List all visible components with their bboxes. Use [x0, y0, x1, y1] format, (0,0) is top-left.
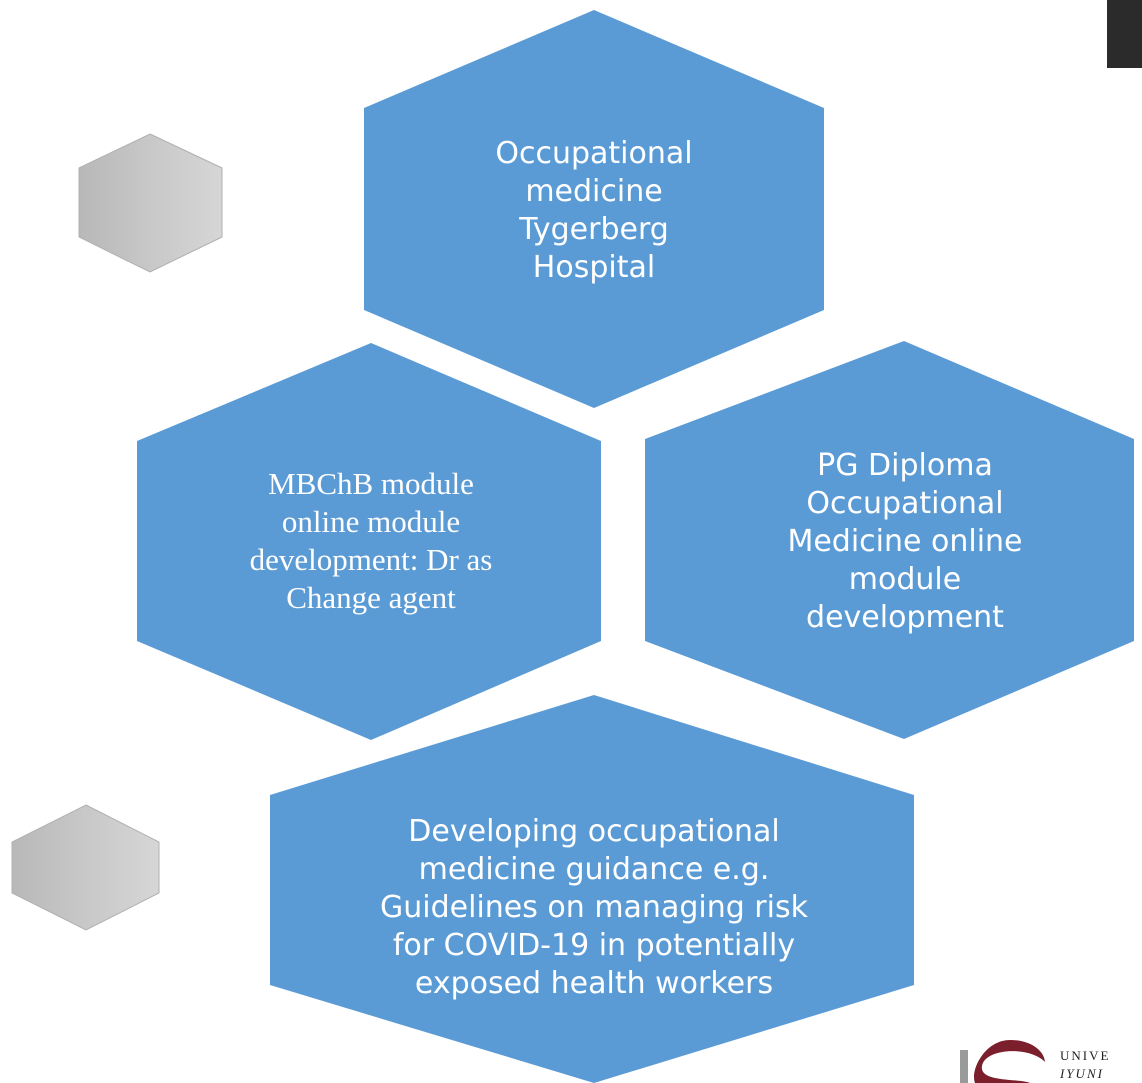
hexagon-left-label: MBChB module online module development: … — [249, 466, 493, 615]
hexagon-bottom-label: Developing occupational medicine guidanc… — [380, 814, 808, 1001]
university-logo — [960, 1040, 1045, 1083]
hexagon-top-shape — [364, 10, 824, 408]
corner-dark-box — [1107, 0, 1142, 68]
hexagon-bottom-shape — [270, 695, 914, 1083]
hexagon-right-shape — [645, 341, 1134, 739]
hexagon-right-label: PG Diploma Occupational Medicine online … — [787, 448, 1023, 635]
hexagon-left-shape — [137, 343, 601, 740]
hexagon-top-label: Occupational medicine Tygerberg Hospital — [495, 136, 693, 285]
grey-hexagon-bottom — [11, 804, 160, 931]
grey-hexagon-top — [78, 133, 223, 273]
logo-text-line2: IYUNI — [1060, 1066, 1104, 1081]
logo-text-line1: UNIVE — [1060, 1048, 1111, 1063]
